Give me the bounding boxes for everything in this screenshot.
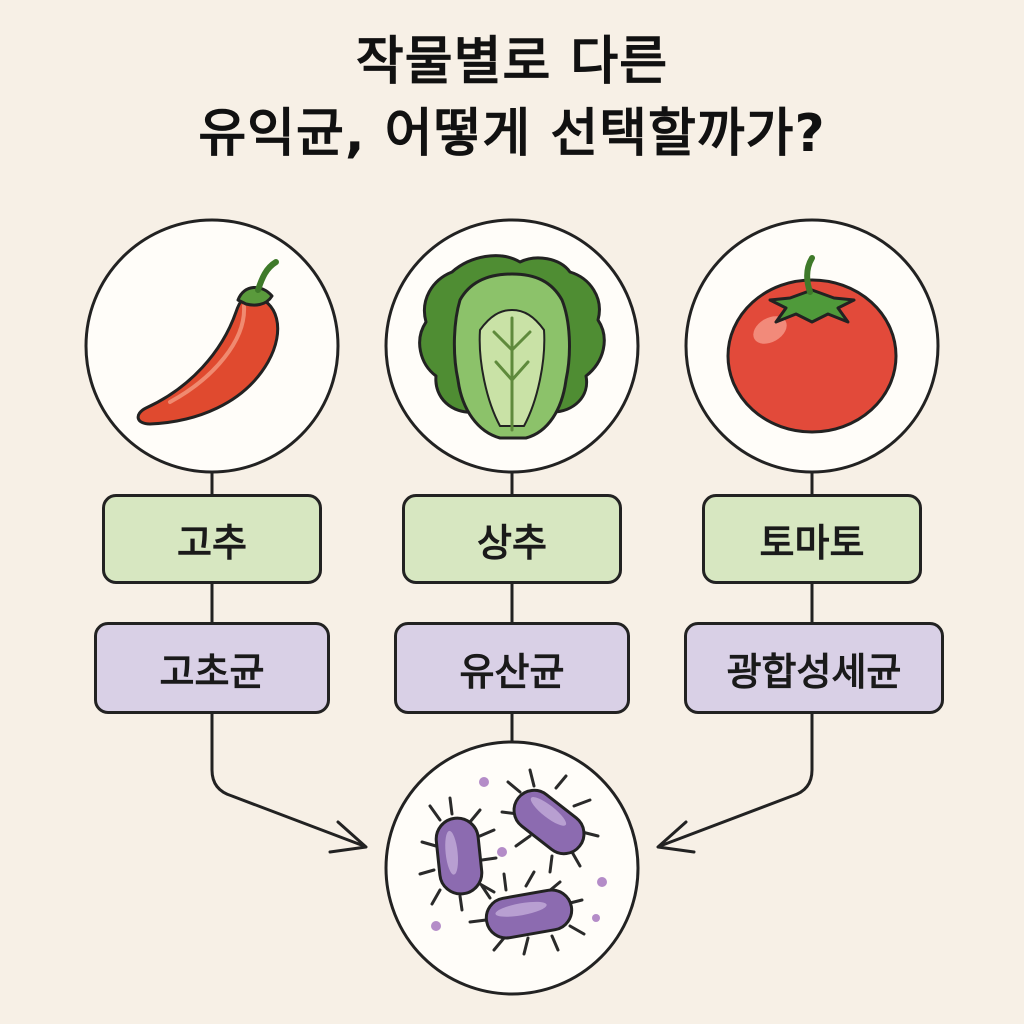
crop-box-lettuce: 상추 <box>402 494 622 584</box>
arrow-left-to-bacteria <box>210 710 366 848</box>
crop-box-pepper: 고추 <box>102 494 322 584</box>
connector-lines <box>210 470 814 854</box>
microbe-label: 고초균 <box>159 649 265 694</box>
crop-label: 토마토 <box>759 520 865 565</box>
bacteria-circle <box>384 740 640 996</box>
crop-box-tomato: 토마토 <box>702 494 922 584</box>
title-line-2: 유익균, 어떻게 선택할까가? <box>198 104 826 164</box>
microbe-label: 유산균 <box>459 649 565 694</box>
microbe-box-tomato: 광합성세균 <box>684 622 944 714</box>
crop-label: 고추 <box>177 520 247 565</box>
bacteria-icon <box>418 768 607 956</box>
lettuce-icon <box>418 254 606 440</box>
arrow-head-right <box>656 820 696 854</box>
arrow-head-left <box>328 820 368 854</box>
microbe-box-lettuce: 유산균 <box>394 622 630 714</box>
microbe-label: 광합성세균 <box>726 649 902 694</box>
tomato-icon <box>726 255 898 434</box>
microbe-box-pepper: 고초균 <box>94 622 330 714</box>
crop-label: 상추 <box>477 520 547 565</box>
pepper-circle <box>84 218 340 474</box>
page-title: 작물별로 다른 유익균, 어떻게 선택할까가? <box>0 26 1024 170</box>
arrow-right-to-bacteria <box>658 710 814 848</box>
chili-pepper-icon <box>136 259 280 426</box>
title-line-1: 작물별로 다른 <box>355 32 669 92</box>
